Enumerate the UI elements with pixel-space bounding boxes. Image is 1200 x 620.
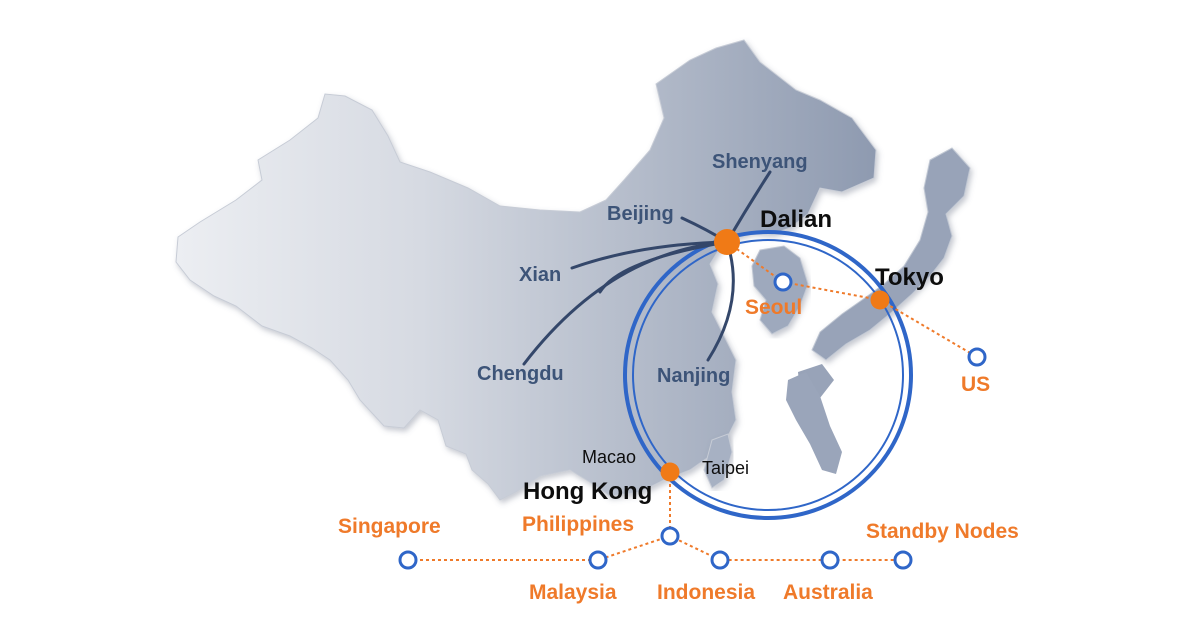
coverage-ring-outer [623, 230, 913, 520]
label-beijing: Beijing [607, 203, 674, 225]
taiwan-landmass [703, 433, 733, 489]
label-philippines: Philippines [522, 513, 634, 536]
route-nanjing [706, 240, 735, 362]
node-philippines[interactable] [660, 526, 680, 546]
label-indonesia: Indonesia [657, 581, 755, 604]
hub-tokyo[interactable] [870, 290, 890, 310]
hub-dalian[interactable] [714, 229, 740, 255]
label-hong-kong: Hong Kong [523, 478, 652, 505]
label-taipei: Taipei [702, 458, 749, 478]
node-seoul[interactable] [773, 272, 793, 292]
route-chengdu-2 [598, 240, 729, 294]
label-seoul: Seoul [745, 296, 802, 319]
label-standby-nodes: Standby Nodes [866, 520, 1019, 543]
label-chengdu: Chengdu [477, 363, 564, 385]
japan-landmass [811, 147, 971, 361]
label-singapore: Singapore [338, 515, 441, 538]
coverage-ring-inner [632, 239, 904, 511]
node-australia[interactable] [820, 550, 840, 570]
route-tokyo-us [879, 299, 978, 358]
label-xian: Xian [519, 264, 561, 286]
node-us[interactable] [967, 347, 987, 367]
hub-hong-kong[interactable] [660, 462, 680, 482]
node-singapore[interactable] [398, 550, 418, 570]
philippines-landmass [786, 372, 842, 474]
node-standby-end[interactable] [893, 550, 913, 570]
label-dalian: Dalian [760, 206, 832, 233]
label-tokyo: Tokyo [875, 264, 944, 291]
route-xian [570, 240, 729, 270]
node-indonesia[interactable] [710, 550, 730, 570]
label-macao: Macao [582, 447, 636, 467]
label-shenyang: Shenyang [712, 151, 808, 173]
label-nanjing: Nanjing [657, 365, 730, 387]
route-seoul-tokyo [782, 281, 881, 301]
label-australia: Australia [783, 581, 873, 604]
label-malaysia: Malaysia [529, 581, 617, 604]
label-us: US [961, 373, 990, 396]
node-malaysia[interactable] [588, 550, 608, 570]
